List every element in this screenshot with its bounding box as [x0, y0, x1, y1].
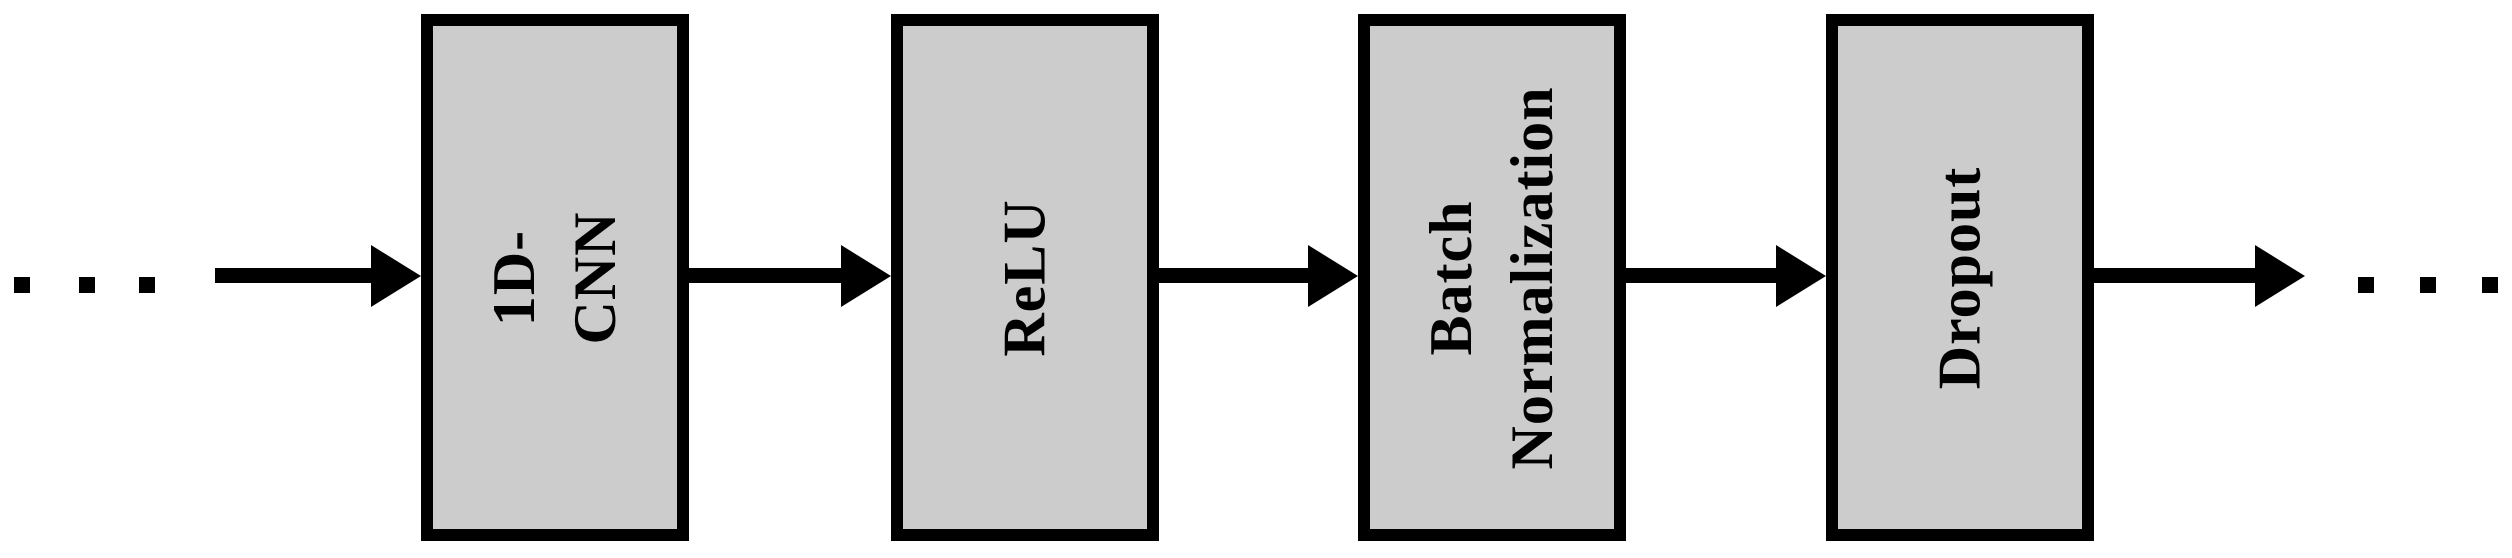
block-relu: ReLU: [891, 14, 1159, 541]
arrowhead-icon: [1776, 245, 1826, 307]
arrow-shaft: [1626, 268, 1778, 283]
block-label: ReLU: [991, 198, 1058, 357]
ellipsis-dot: [14, 277, 30, 293]
arrow-shaft: [1159, 268, 1310, 283]
arrowhead-icon: [2255, 245, 2305, 307]
block-label: 1D-CNN: [481, 211, 628, 344]
block-dropout: Dropout: [1826, 14, 2094, 541]
arrowhead-icon: [841, 245, 891, 307]
block-label: Batch Normalization: [1418, 86, 1565, 469]
ellipsis-dot: [139, 277, 155, 293]
ellipsis-dot: [79, 277, 95, 293]
arrowhead-icon: [371, 245, 421, 307]
arrow-shaft: [2094, 268, 2257, 283]
block-1d-cnn: 1D-CNN: [421, 14, 689, 541]
arrowhead-icon: [1308, 245, 1358, 307]
ellipsis-dot: [2358, 277, 2374, 293]
block-batch-norm: Batch Normalization: [1358, 14, 1626, 541]
ellipsis-dot: [2420, 277, 2436, 293]
arrow-shaft: [689, 268, 843, 283]
arrow-shaft: [215, 268, 373, 283]
block-label: Dropout: [1926, 166, 1993, 389]
ellipsis-dot: [2482, 277, 2498, 293]
